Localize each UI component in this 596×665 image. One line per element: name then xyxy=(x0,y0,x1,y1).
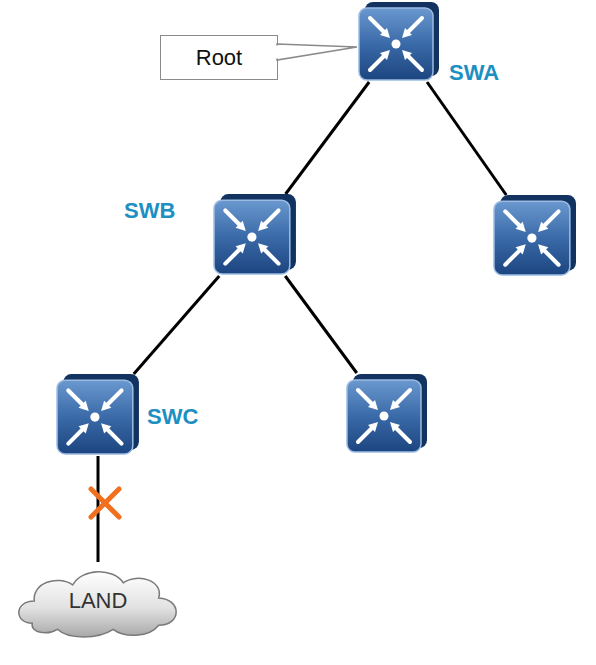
network-name: LAND xyxy=(12,562,184,640)
link-line xyxy=(285,276,357,373)
callout-box: Root xyxy=(160,35,278,80)
link-line xyxy=(286,82,370,194)
network-cloud: LAND xyxy=(12,562,184,640)
switch-node: SWB xyxy=(212,194,298,276)
switch-icon xyxy=(55,374,141,456)
failure-mark xyxy=(91,489,119,517)
link-line xyxy=(134,276,219,374)
link-line xyxy=(427,82,506,195)
switch-node: SWA xyxy=(357,2,441,82)
switch-name: SWC xyxy=(147,404,198,430)
switch-name: SWA xyxy=(449,60,499,86)
switch-icon xyxy=(357,2,441,82)
switch-icon xyxy=(212,194,298,276)
switch-icon xyxy=(490,195,580,277)
switch-node xyxy=(345,373,429,455)
switch-icon xyxy=(345,373,429,455)
callout-text: Root xyxy=(161,36,277,79)
callout-tail xyxy=(277,44,357,60)
switch-node: SWC xyxy=(55,374,141,456)
link-line xyxy=(97,456,100,562)
switch-name: SWB xyxy=(124,198,175,224)
callout-join xyxy=(276,46,279,59)
switch-node xyxy=(490,195,580,277)
